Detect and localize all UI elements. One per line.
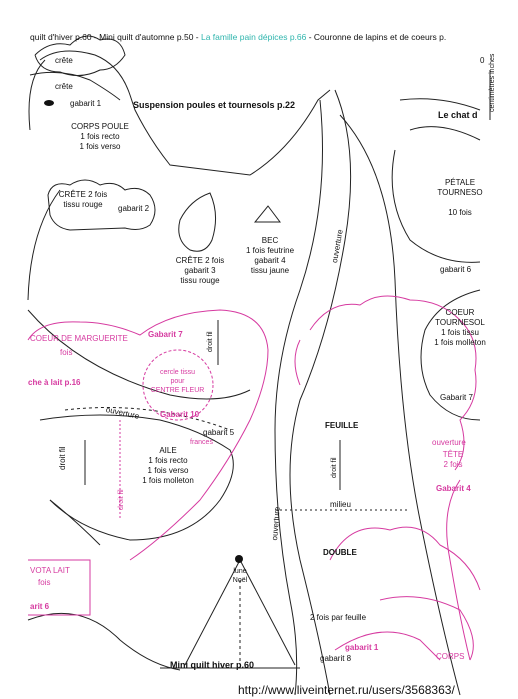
cercle-line2: pour [170, 378, 185, 385]
label-gabarit10: Gabarit 10 [160, 410, 200, 419]
label-gabarit6: gabarit 6 [440, 265, 472, 274]
coeur-tournesol-subtitle: TOURNESOL [435, 318, 485, 327]
crete2-left-block: CRÊTE 2 fois tissu rouge [48, 190, 118, 210]
label-crete-top: crête [55, 56, 73, 65]
cercle-line1: cercle tissu [159, 369, 195, 376]
cercle-block: cercle tissu pour CENTRE FLEUR [145, 368, 210, 395]
aile-line3: 1 fois molleton [142, 476, 194, 485]
label-gabarit8: gabarit 8 [320, 654, 352, 663]
label-gabarit7-pink: Gabarit 7 [148, 330, 183, 339]
corps-poule-title: CORPS POULE [71, 122, 129, 131]
corps-poule-line1: 1 fois recto [80, 132, 120, 141]
bec-title: BEC [261, 236, 279, 245]
vache-label: che à lait p.16 [28, 378, 81, 387]
header-segment-1: quilt d'hiver p.60 - Mini quilt d'automn… [30, 32, 201, 42]
header-segment-3: - Couronne de lapins et de coeurs p. [306, 32, 447, 42]
droit-fil-1: droit fil [207, 331, 214, 352]
lune-block: lune Noël [222, 567, 258, 585]
label-gabarit7-right: Gabarit 7 [440, 393, 473, 402]
tree-top-dot-icon [235, 555, 243, 563]
registration-dot-icon [44, 100, 54, 106]
suspension-title: Suspension poules et tournesols p.22 [133, 100, 296, 110]
header-bar: quilt d'hiver p.60 - Mini quilt d'automn… [30, 32, 446, 42]
petale-block: PÉTALE TOURNESO 10 fois [425, 178, 495, 218]
le-chat-title: Le chat d [438, 110, 478, 120]
feuille-label: FEUILLE [325, 421, 359, 430]
aile-title: AILE [159, 446, 177, 455]
coeur-marguerite-label: COEUR DE MARGUERITE [30, 334, 128, 343]
coeur-tournesol-block: COEUR TOURNESOL 1 fois tissu 1 fois moll… [420, 308, 500, 348]
tete-count: 2 fois [443, 460, 463, 469]
aile-block: AILE 1 fois recto 1 fois verso 1 fois mo… [128, 446, 208, 486]
crete2-left-title: CRÊTE 2 fois [58, 190, 108, 199]
corps-pink-label: CORPS [436, 652, 465, 661]
header-segment-2: La famille pain dépices p.66 [200, 32, 307, 42]
label-gabarit2: gabarit 2 [118, 204, 150, 213]
crete2-mid-line2: tissu rouge [180, 276, 220, 285]
frances-label: frances [190, 439, 213, 446]
cercle-line3: CENTRE FLEUR [150, 387, 205, 394]
ruler-label: centimètres inches [489, 53, 496, 112]
coeur-tournesol-line1: 1 fois tissu [441, 328, 479, 337]
lune-line2: Noël [232, 577, 248, 584]
bec-line1: 1 fois feutrine [245, 246, 295, 255]
mini-quilt-bottom: Mini quilt hiver p.60 [170, 660, 255, 670]
label-crete-mid: crête [55, 82, 73, 91]
coeur-tournesol-title: COEUR [445, 308, 475, 317]
vota-lait-label: VOTA LAIT [30, 566, 70, 575]
crete2-left-line: tissu rouge [63, 200, 103, 209]
tete-title: TÊTE [442, 450, 464, 459]
coeur-tournesol-line2: 1 fois molleton [434, 338, 486, 347]
tete-block: TÊTE 2 fois [433, 450, 473, 470]
bec-block: BEC 1 fois feutrine gabarit 4 tissu jaun… [235, 236, 305, 276]
double-label: DOUBLE [323, 548, 357, 557]
corps-poule-line2: 1 fois verso [79, 142, 121, 151]
crete2-mid-line1: gabarit 3 [184, 266, 216, 275]
droit-fil-3: droit fil [118, 489, 125, 510]
ruler-zero: 0 [480, 56, 485, 65]
lune-line1: lune [233, 568, 247, 575]
crete2-mid-block: CRÊTE 2 fois gabarit 3 tissu rouge [160, 256, 240, 286]
crete2-mid-title: CRÊTE 2 fois [175, 256, 225, 265]
bec-line2: gabarit 4 [254, 256, 286, 265]
bec-line3: tissu jaune [250, 266, 290, 275]
label-gabarit6-pink: arit 6 [30, 602, 50, 611]
watermark-url[interactable]: http://www.liveinternet.ru/users/3568363… [238, 683, 455, 697]
label-gabarit4-pink: Gabarit 4 [436, 484, 471, 493]
label-gabarit1: gabarit 1 [70, 99, 102, 108]
aile-line1: 1 fois recto [148, 456, 188, 465]
petale-title: PÉTALE [444, 178, 476, 187]
aile-line2: 1 fois verso [147, 466, 189, 475]
corps-poule-block: CORPS POULE 1 fois recto 1 fois verso [40, 122, 160, 152]
label-gabarit1-pink: gabarit 1 [345, 643, 379, 652]
droit-fil-4: droit fil [331, 457, 338, 478]
petale-subtitle: TOURNESO [437, 188, 483, 197]
coeur-marguerite-fois: fois [60, 348, 73, 357]
petale-count: 10 fois [448, 208, 472, 217]
label-gabarit5: gabarit 5 [203, 428, 235, 437]
droit-fil-2: droit fil [58, 446, 67, 470]
vota-lait-fois: fois [38, 578, 51, 587]
ouverture-right: ouverture [432, 438, 466, 447]
deux-fois-label: 2 fois par feuille [310, 613, 367, 622]
milieu-label: milieu [330, 500, 351, 509]
